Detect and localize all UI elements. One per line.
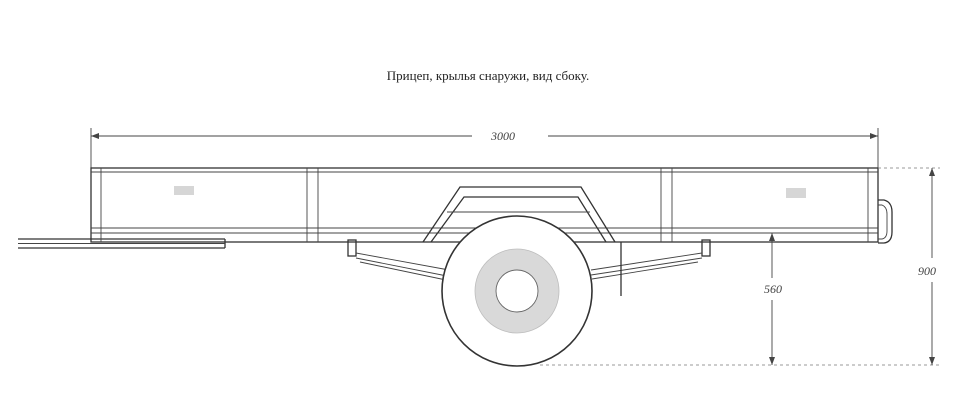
reflector-left bbox=[174, 186, 194, 195]
total-height-label: 900 bbox=[918, 264, 936, 278]
length-dimension-label: 3000 bbox=[490, 129, 515, 143]
platform-height-label: 560 bbox=[764, 282, 782, 296]
reflector-right bbox=[786, 188, 806, 198]
drawing-title: Прицеп, крылья снаружи, вид сбоку. bbox=[387, 68, 589, 83]
fender bbox=[422, 186, 616, 243]
side-stake-right bbox=[660, 168, 673, 242]
side-stake-left bbox=[306, 168, 319, 242]
suspension bbox=[347, 239, 711, 296]
wheel-hub bbox=[495, 269, 539, 313]
tail-light bbox=[878, 199, 893, 244]
wheel bbox=[441, 215, 593, 367]
length-dimension: 3000 bbox=[90, 128, 879, 168]
drawbar bbox=[18, 238, 226, 249]
total-height-dimension: 900 bbox=[918, 168, 936, 365]
platform-height-dimension: 560 bbox=[764, 233, 782, 365]
